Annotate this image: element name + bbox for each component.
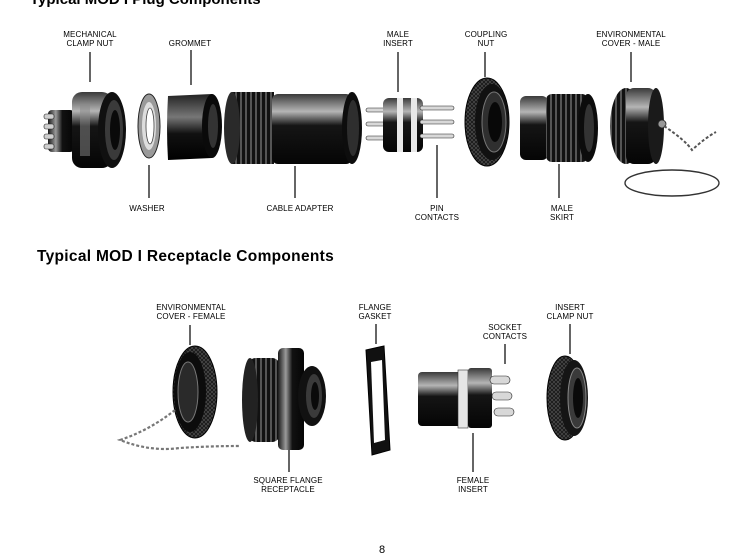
plug-section-heading: Typical MOD I Plug Components xyxy=(30,0,261,8)
label-insert-clamp-nut: INSERT CLAMP NUT xyxy=(546,303,594,321)
label-square-flange-receptacle: SQUARE FLANGE RECEPTACLE xyxy=(253,476,323,494)
receptacle-leader-lines xyxy=(189,324,571,472)
male-insert-part xyxy=(365,98,455,152)
receptacle-section-heading: Typical MOD I Receptacle Components xyxy=(37,248,335,265)
male-skirt-part xyxy=(520,94,598,162)
label-mechanical-clamp-nut: MECHANICAL CLAMP NUT xyxy=(63,30,117,48)
label-washer: WASHER xyxy=(129,204,165,213)
flange-gasket-part xyxy=(365,345,391,456)
label-socket-contacts: SOCKET CONTACTS xyxy=(482,323,528,341)
mechanical-clamp-nut-part xyxy=(43,92,126,168)
environmental-cover-male-part xyxy=(610,88,720,197)
label-female-insert: FEMALE INSERT xyxy=(456,476,490,494)
cable-adapter-part xyxy=(224,92,362,164)
page-number: 8 xyxy=(379,544,386,556)
square-flange-receptacle-part xyxy=(242,348,326,450)
label-environmental-cover-female: ENVIRONMENTAL COVER - FEMALE xyxy=(156,303,226,321)
label-cable-adapter: CABLE ADAPTER xyxy=(266,204,334,213)
environmental-cover-female-part xyxy=(116,345,241,451)
label-flange-gasket: FLANGE GASKET xyxy=(358,303,392,321)
label-male-insert: MALE INSERT xyxy=(383,30,413,48)
grommet-part xyxy=(167,94,222,160)
female-insert-part xyxy=(418,368,515,429)
label-pin-contacts: PIN CONTACTS xyxy=(414,204,460,222)
label-grommet: GROMMET xyxy=(168,39,212,48)
insert-clamp-nut-part xyxy=(546,355,588,441)
label-male-skirt: MALE SKIRT xyxy=(550,204,574,222)
label-coupling-nut: COUPLING NUT xyxy=(464,30,508,48)
label-environmental-cover-male: ENVIRONMENTAL COVER - MALE xyxy=(596,30,666,48)
washer-part xyxy=(137,93,161,159)
plug-leader-lines xyxy=(89,50,632,198)
coupling-nut-part xyxy=(464,77,510,167)
